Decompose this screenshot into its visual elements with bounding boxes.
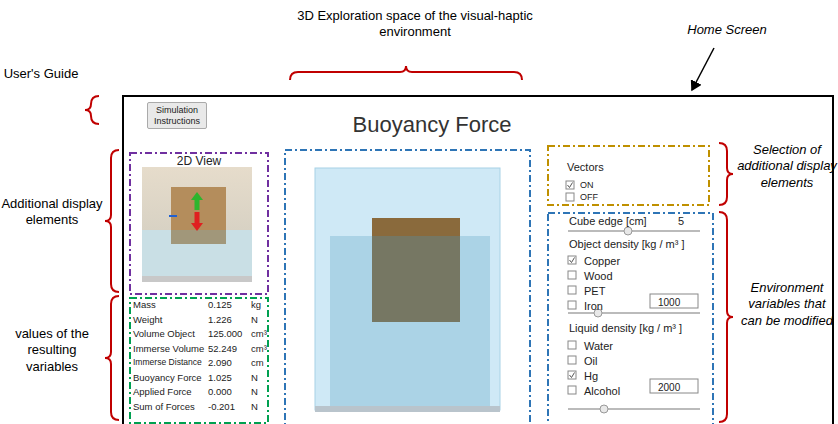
annotation-label: 3D Exploration space of the visual-hapti…	[296, 8, 534, 41]
slider-track	[568, 312, 700, 314]
ui-text: Buoyancy Force	[353, 112, 512, 137]
checkbox	[568, 286, 576, 294]
check-mark	[570, 373, 575, 378]
curly-bracket	[105, 150, 119, 292]
curly-bracket	[105, 296, 119, 420]
checkbox	[566, 193, 574, 201]
checkbox	[568, 386, 576, 394]
ui-text: Applied Force	[133, 387, 192, 398]
ui-text: Cube edge [cm]	[569, 215, 647, 228]
ui-text: cm	[251, 358, 264, 369]
input-box	[650, 379, 698, 393]
ui-text: 5	[678, 215, 684, 228]
ui-text: 125.000	[208, 329, 242, 340]
ui-text: Immerse Distance	[133, 358, 202, 368]
check-mark	[568, 183, 573, 188]
ui-text: Oil	[584, 355, 597, 368]
ui-text: Hg	[584, 370, 598, 383]
curly-bracket	[719, 143, 733, 205]
checkbox	[568, 256, 576, 264]
ui-text: cm³	[251, 329, 267, 340]
checkbox	[568, 356, 576, 364]
ui-text: OFF	[580, 192, 598, 202]
checkbox	[568, 371, 576, 379]
ui-text: 1.226	[208, 315, 232, 326]
ui-text: N	[251, 387, 258, 398]
ui-text: 0.000	[208, 387, 232, 398]
ui-text: N	[251, 373, 258, 384]
slider-track	[568, 230, 700, 232]
annotation-label: Additional display elements	[0, 196, 104, 229]
frame-line	[130, 153, 268, 294]
ui-text: Iron	[584, 300, 603, 313]
form-controls	[566, 181, 700, 413]
checkbox	[568, 271, 576, 279]
ui-text: Copper	[584, 255, 620, 268]
checkbox	[568, 301, 576, 309]
instructions-button: Simulation Instructions	[147, 102, 207, 129]
slider-track	[568, 408, 700, 410]
pointer-arrow	[692, 48, 714, 90]
frame-line	[548, 213, 713, 424]
ui-text: 2D View	[177, 155, 221, 169]
checkbox	[568, 341, 576, 349]
ui-text: 0.125	[208, 300, 232, 311]
annotation-label: Selection of additional display elements	[737, 142, 837, 191]
home-screen: Buoyancy Force Simulation Instructions 2D …	[122, 95, 834, 424]
ui-text: 2000	[658, 382, 680, 394]
frame-line	[548, 146, 709, 205]
curly-bracket	[719, 212, 733, 422]
annotation-label: Home Screen	[672, 22, 782, 38]
two-d-view-panel: 2D View	[129, 152, 269, 295]
annotation-label: User's Guide	[2, 66, 80, 82]
curly-bracket	[290, 66, 522, 80]
ui-text: Sum of Forces	[133, 402, 195, 413]
input-box	[650, 294, 698, 308]
ui-text: Immerse Volume	[133, 344, 204, 355]
ui-text: Simulation Instructions	[147, 105, 207, 126]
ui-text: kg	[251, 300, 261, 311]
annotation-label: Environment variables that can be modifi…	[737, 280, 837, 329]
ui-text: Object density [kg / m³ ]	[569, 238, 685, 251]
checkbox	[566, 181, 574, 189]
variables-panel: Cube edge [cm] 5Object density [kg / m³ ]…	[547, 212, 714, 424]
values-panel: Mass0.125kgWeight1.226NVolume Object125.…	[129, 297, 269, 424]
two-d-view-image	[142, 167, 252, 282]
three-d-scene	[315, 168, 500, 412]
ui-text: Wood	[584, 270, 613, 283]
ui-text: Alcohol	[584, 385, 620, 398]
ui-text: Buoyancy Force	[133, 373, 202, 384]
ui-text: 1000	[658, 297, 680, 309]
ui-text: 52.249	[208, 344, 237, 355]
ui-text: -0.201	[208, 402, 235, 413]
slider-knob	[600, 405, 608, 413]
ui-text: Liquid density [kg / m³ ]	[569, 322, 682, 335]
brackets	[85, 66, 733, 422]
ui-text: Vectors	[567, 161, 604, 174]
annotation-label: values of the resulting variables	[0, 326, 104, 375]
ui-text: Volume Object	[133, 329, 195, 340]
ui-text: Weight	[133, 315, 162, 326]
ui-text: N	[251, 402, 258, 413]
dash-dot-frame	[129, 152, 269, 295]
ui-text: 2.090	[208, 358, 232, 369]
ui-text: N	[251, 315, 258, 326]
ui-text: PET	[584, 285, 605, 298]
ui-text: cm³	[251, 344, 267, 355]
ui-text: ON	[580, 180, 594, 190]
ui-text: 1.025	[208, 373, 232, 384]
ui-text: Water	[584, 340, 613, 353]
check-mark	[570, 258, 575, 263]
frame-line	[130, 298, 268, 423]
curly-bracket	[85, 96, 99, 124]
vectors-panel: VectorsON OFF	[547, 145, 710, 206]
slider-knob	[624, 227, 632, 235]
three-d-panel	[285, 150, 530, 424]
dash-dot-frame	[547, 145, 710, 206]
ui-text: Mass	[133, 300, 156, 311]
